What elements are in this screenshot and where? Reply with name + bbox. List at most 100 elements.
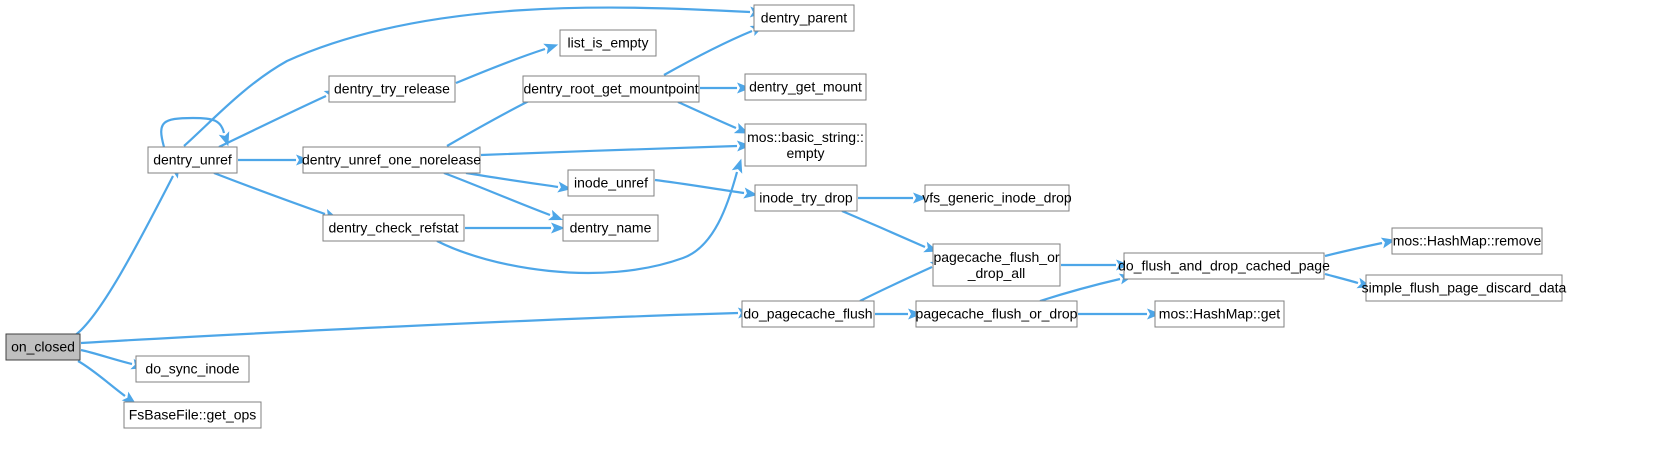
edge-arrowhead-icon <box>551 222 565 234</box>
node-box[interactable] <box>5 333 81 361</box>
graph-node[interactable]: dentry_parent <box>753 4 855 32</box>
call-edge <box>160 116 226 148</box>
graph-node[interactable]: pagecache_flush_or_drop <box>915 300 1078 328</box>
node-label: pagecache_flush_or_drop_all <box>933 249 1059 281</box>
graph-node[interactable]: mos::basic_string::empty <box>744 123 867 167</box>
node-box[interactable] <box>322 214 465 242</box>
graph-node[interactable]: dentry_try_release <box>328 75 456 103</box>
call-edge <box>436 171 739 275</box>
node-label: dentry_check_refstat <box>329 220 459 236</box>
call-edge <box>1039 277 1121 303</box>
graph-node[interactable]: dentry_root_get_mountpoint <box>522 75 700 103</box>
node-label: inode_try_drop <box>759 190 853 206</box>
node-box[interactable] <box>744 73 867 101</box>
graph-node[interactable]: list_is_empty <box>559 29 657 57</box>
node-label: vfs_generic_inode_drop <box>922 190 1072 206</box>
node-label: dentry_try_release <box>334 81 450 97</box>
edge-layer <box>73 6 1383 397</box>
node-label: do_sync_inode <box>145 361 239 377</box>
node-label: dentry_parent <box>761 10 848 26</box>
graph-node[interactable]: mos::HashMap::get <box>1154 300 1285 328</box>
call-edge <box>73 175 174 337</box>
node-box[interactable] <box>741 300 875 328</box>
node-box[interactable] <box>754 184 858 212</box>
node-label: dentry_get_mount <box>749 79 862 95</box>
node-label: dentry_unref <box>153 152 232 168</box>
node-box[interactable] <box>302 146 481 174</box>
graph-node[interactable]: FsBaseFile::get_ops <box>123 401 262 429</box>
node-box[interactable] <box>932 243 1061 287</box>
node-label: on_closed <box>11 339 75 355</box>
node-label: list_is_empty <box>568 35 649 51</box>
graph-node[interactable]: do_pagecache_flush <box>741 300 875 328</box>
graph-node[interactable]: do_flush_and_drop_cached_page <box>1118 252 1330 280</box>
node-box[interactable] <box>559 29 657 57</box>
call-edge <box>455 47 546 85</box>
call-edge <box>443 171 551 217</box>
call-edge <box>183 6 751 147</box>
node-box[interactable] <box>135 355 250 383</box>
graph-node[interactable]: mos::HashMap::remove <box>1391 227 1543 255</box>
call-edge <box>80 311 739 345</box>
node-label: FsBaseFile::get_ops <box>129 407 257 423</box>
node-box[interactable] <box>328 75 456 103</box>
node-box[interactable] <box>123 401 262 429</box>
node-box[interactable] <box>562 214 659 242</box>
call-edge <box>859 265 933 302</box>
node-box[interactable] <box>567 169 655 197</box>
node-label: do_pagecache_flush <box>743 306 872 322</box>
edge-arrowhead-icon <box>736 140 751 152</box>
edge-arrowhead-icon <box>543 43 559 55</box>
edge-arrowhead-icon <box>1116 259 1130 271</box>
node-label: mos::HashMap::remove <box>1393 233 1542 249</box>
call-edge <box>480 144 738 157</box>
node-box[interactable] <box>924 184 1070 212</box>
graph-node[interactable]: dentry_unref_one_norelease <box>302 146 481 174</box>
call-edge <box>654 178 745 195</box>
node-box[interactable] <box>915 300 1078 328</box>
edge-arrowhead-icon <box>913 192 927 204</box>
graph-node[interactable]: dentry_unref <box>147 146 238 174</box>
node-box[interactable] <box>1365 274 1563 302</box>
edge-arrowhead-icon <box>1147 308 1161 320</box>
node-label: dentry_name <box>570 220 652 236</box>
graph-node[interactable]: pagecache_flush_or_drop_all <box>932 243 1061 287</box>
graph-node[interactable]: inode_try_drop <box>754 184 858 212</box>
node-box[interactable] <box>753 4 855 32</box>
call-edge <box>841 209 926 249</box>
call-edge <box>465 171 559 189</box>
call-edge <box>1324 241 1383 258</box>
graph-node[interactable]: dentry_check_refstat <box>322 214 465 242</box>
edge-arrowhead-icon <box>737 82 751 94</box>
node-box[interactable] <box>1391 227 1543 255</box>
call-edge <box>446 95 540 147</box>
edge-arrowhead-icon <box>743 187 758 199</box>
edge-arrowhead-icon <box>908 308 922 320</box>
graph-node[interactable]: dentry_get_mount <box>744 73 867 101</box>
edge-arrowhead-icon <box>218 131 230 147</box>
node-box[interactable] <box>1154 300 1285 328</box>
node-box[interactable] <box>147 146 238 174</box>
graph-node[interactable]: simple_flush_page_discard_data <box>1362 274 1567 302</box>
node-layer: on_closeddo_sync_inodeFsBaseFile::get_op… <box>5 4 1567 429</box>
graph-node[interactable]: on_closed <box>5 333 81 361</box>
call-edge <box>80 348 133 366</box>
edge-arrowhead-icon <box>121 391 137 405</box>
call-edge <box>1324 272 1359 285</box>
graph-node[interactable]: dentry_name <box>562 214 659 242</box>
node-label: inode_unref <box>574 175 648 191</box>
node-label: simple_flush_page_discard_data <box>1362 280 1567 296</box>
node-box[interactable] <box>522 75 700 103</box>
node-label: mos::basic_string::empty <box>747 129 864 161</box>
graph-node[interactable]: inode_unref <box>567 169 655 197</box>
call-edge <box>677 100 737 130</box>
node-box[interactable] <box>744 123 867 167</box>
call-edge <box>663 29 753 76</box>
graph-node[interactable]: do_sync_inode <box>135 355 250 383</box>
call-edge <box>77 360 126 397</box>
node-box[interactable] <box>1123 252 1325 280</box>
node-label: dentry_root_get_mountpoint <box>523 81 698 97</box>
node-label: mos::HashMap::get <box>1159 306 1280 322</box>
graph-node[interactable]: vfs_generic_inode_drop <box>922 184 1072 212</box>
